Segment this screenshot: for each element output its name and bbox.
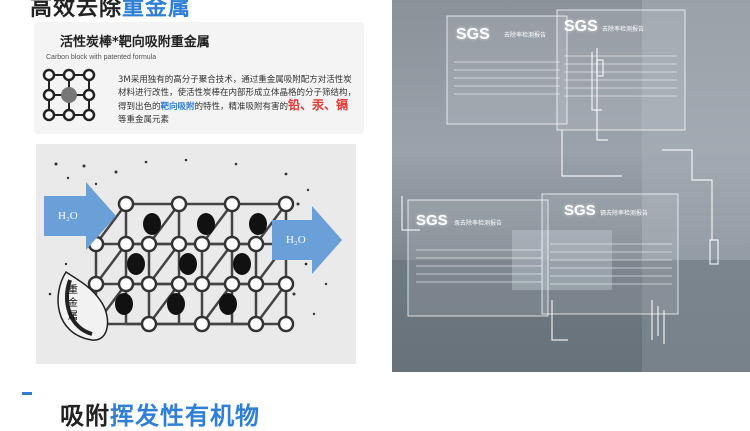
card-description: 3M采用独有的高分子聚合技术，通过重金属吸附配方对活性炭材料进行改性，使活性炭棒… bbox=[118, 75, 357, 125]
report-title-b: 去除率检测报告 bbox=[602, 26, 645, 33]
report-title-c: 汞去除率检测报告 bbox=[454, 220, 503, 227]
sgs-logo-a: SGS bbox=[456, 26, 490, 43]
carbon-lattice-diagram: H₂O H₂O bbox=[36, 144, 356, 364]
water-out-label: H₂O bbox=[286, 234, 306, 246]
sgs-reports-photo: SGS 去除率检测报告 SGS 去除率检测报告 SGS 汞去除率检测报告 SGS… bbox=[392, 0, 750, 372]
water-out-arrow bbox=[272, 206, 342, 274]
molecule-icon bbox=[42, 68, 96, 122]
report-overlay bbox=[392, 0, 750, 372]
report-title-d: 镉去除率检测报告 bbox=[600, 210, 649, 217]
sgs-logo-b: SGS bbox=[564, 18, 598, 35]
water-in-label: H₂O bbox=[58, 210, 78, 222]
card-subtitle: Carbon block with patented formula bbox=[46, 54, 157, 61]
sgs-logo-d: SGS bbox=[564, 202, 596, 219]
report-title-a: 去除率检测报告 bbox=[504, 32, 547, 39]
sgs-logo-c: SGS bbox=[416, 212, 448, 229]
card-title: 活性炭棒*靶向吸附重金属 bbox=[60, 35, 210, 50]
heavy-metal-tag: 重金属 bbox=[68, 285, 78, 322]
section-title-voc: 吸附挥发性有机物 bbox=[60, 402, 260, 430]
water-in-arrow bbox=[44, 182, 116, 250]
left-panel: 高效去除重金属 活性炭棒*靶向吸附重金属 Carbon block with p… bbox=[0, 0, 392, 372]
section-title-heavy-metal: 高效去除重金属 bbox=[30, 0, 192, 21]
carbon-block-info-card: 活性炭棒*靶向吸附重金属 Carbon block with patented … bbox=[34, 22, 364, 134]
section-divider bbox=[22, 392, 32, 395]
next-section-header: 吸附挥发性有机物 bbox=[0, 372, 750, 430]
lattice-illustration bbox=[44, 158, 342, 341]
